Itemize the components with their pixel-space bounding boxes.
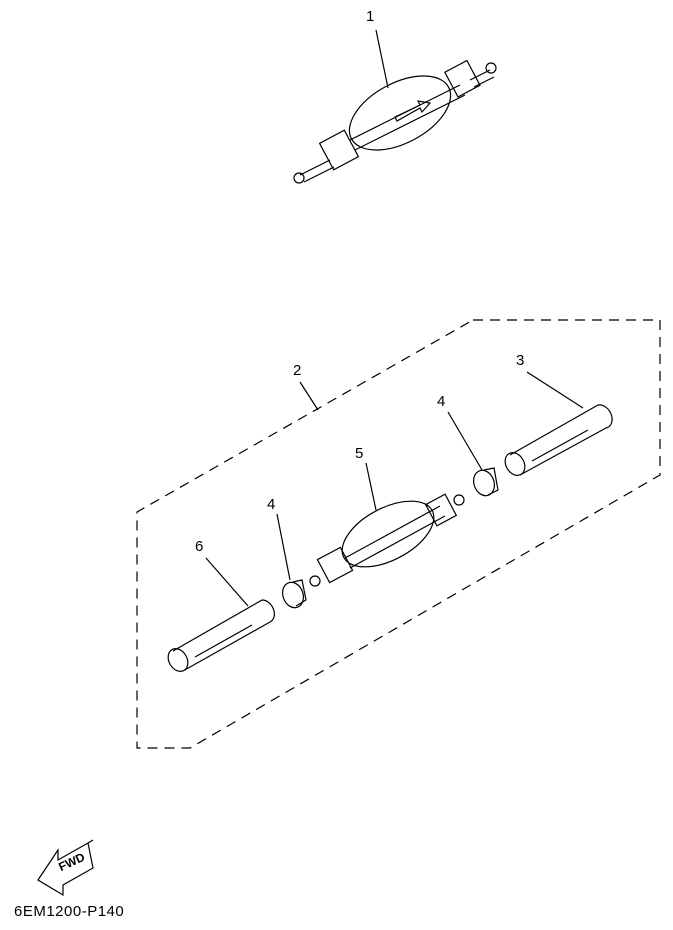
part-code: 6EM1200-P140: [14, 903, 125, 920]
callout-3: 3: [516, 352, 525, 369]
fwd-arrow-icon: [37, 839, 94, 897]
callout-6: 6: [195, 538, 204, 555]
primer-bulb-5: [309, 462, 465, 587]
callout-5: 5: [355, 445, 364, 462]
clamp-4-left: [276, 513, 307, 609]
callout-2: 2: [293, 362, 302, 379]
kit-boundary: [136, 319, 661, 749]
callout-1: 1: [366, 8, 375, 25]
callout-4-right: 4: [437, 393, 446, 410]
primer-bulb-1: [293, 29, 497, 184]
hose-6: [167, 557, 275, 672]
callout-4-left: 4: [267, 496, 276, 513]
clamp-4-right: [447, 411, 499, 497]
hose-3: [504, 371, 613, 476]
